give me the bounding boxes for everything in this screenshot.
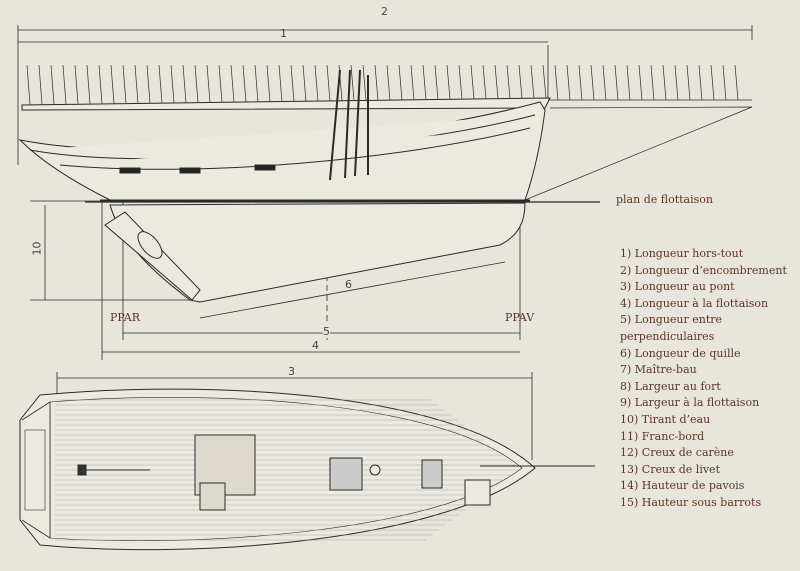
stanchion bbox=[170, 64, 175, 104]
legend-item: 7) Maître-bau bbox=[620, 363, 697, 377]
legend-item: 10) Tirant d’eau bbox=[620, 412, 711, 426]
stanchion bbox=[638, 64, 643, 101]
stanchion bbox=[302, 64, 307, 102]
stanchion bbox=[650, 64, 655, 101]
stanchion bbox=[26, 64, 31, 105]
stanchion bbox=[674, 64, 679, 101]
dimension-3-label: 3 bbox=[288, 365, 295, 378]
stanchion bbox=[422, 64, 427, 100]
stanchion bbox=[122, 64, 127, 104]
legend-item: 3) Longueur au pont bbox=[620, 280, 735, 294]
stanchion bbox=[458, 64, 463, 100]
stanchion bbox=[350, 64, 355, 101]
stanchion bbox=[398, 64, 403, 101]
legend-item: 2) Longueur d’encombrement bbox=[620, 263, 787, 277]
stanchion bbox=[206, 64, 211, 103]
stanchion bbox=[578, 64, 583, 101]
stanchion bbox=[110, 64, 115, 104]
deck-planks bbox=[55, 399, 518, 541]
ppar-label: PPAR bbox=[110, 311, 141, 324]
legend-item: 8) Largeur au fort bbox=[620, 379, 721, 393]
stanchion bbox=[386, 64, 391, 101]
legend-item: 9) Largeur à la flottaison bbox=[620, 396, 760, 410]
stanchion bbox=[506, 64, 511, 99]
stanchion bbox=[626, 64, 631, 101]
stanchion bbox=[134, 64, 139, 104]
stanchion bbox=[62, 64, 67, 105]
stanchion bbox=[686, 64, 691, 101]
dimension-10-label: 10 bbox=[30, 241, 44, 256]
top-view-hull bbox=[19, 388, 595, 551]
stanchion bbox=[722, 64, 727, 101]
stanchion bbox=[230, 64, 235, 103]
dimension-1-label: 1 bbox=[280, 27, 287, 40]
legend-item: 13) Creux de livet bbox=[620, 462, 720, 476]
stanchion bbox=[254, 64, 259, 102]
stanchion bbox=[86, 64, 91, 105]
legend-item: 15) Hauteur sous barrots bbox=[620, 495, 762, 509]
stanchion bbox=[278, 64, 283, 102]
legend-item: 5) Longueur entre bbox=[620, 313, 723, 327]
stanchion bbox=[50, 64, 55, 105]
legend-item: perpendiculaires bbox=[620, 329, 715, 343]
legend-item: 11) Franc-bord bbox=[620, 429, 705, 443]
stanchion bbox=[518, 64, 523, 99]
stanchion bbox=[314, 64, 319, 102]
stanchion bbox=[590, 64, 595, 101]
dimension-4-label: 4 bbox=[312, 339, 319, 352]
stanchion bbox=[554, 64, 559, 101]
stanchion bbox=[734, 64, 739, 101]
stanchion bbox=[74, 64, 79, 105]
stanchion bbox=[530, 64, 535, 99]
stanchion bbox=[182, 64, 187, 103]
stanchion bbox=[38, 64, 43, 105]
stanchion bbox=[602, 64, 607, 101]
stanchion bbox=[218, 64, 223, 103]
stanchion bbox=[410, 64, 415, 100]
legend-item: 14) Hauteur de pavois bbox=[620, 479, 745, 493]
legend-item: 1) Longueur hors-tout bbox=[620, 247, 744, 260]
waterline-label: plan de flottaison bbox=[616, 193, 713, 206]
stanchion bbox=[374, 64, 379, 101]
stanchion bbox=[482, 64, 487, 99]
stanchion bbox=[266, 64, 271, 102]
dimension-5-label: 5 bbox=[323, 325, 330, 338]
legend: 1) Longueur hors-tout 2) Longueur d’enco… bbox=[620, 246, 787, 512]
stanchion bbox=[710, 64, 715, 101]
stanchion bbox=[98, 64, 103, 104]
side-view-hull bbox=[18, 69, 753, 201]
dimension-2-label: 2 bbox=[381, 5, 388, 18]
stanchion bbox=[470, 64, 475, 100]
ppav-label: PPAV bbox=[505, 311, 535, 324]
stanchion bbox=[326, 64, 331, 102]
stanchion bbox=[290, 64, 295, 102]
stanchion bbox=[494, 64, 499, 99]
stanchion bbox=[566, 64, 571, 101]
stanchion bbox=[158, 64, 163, 104]
underwater-hull bbox=[104, 202, 526, 303]
legend-item: 6) Longueur de quille bbox=[620, 346, 741, 360]
stanchion bbox=[434, 64, 439, 100]
stanchion bbox=[662, 64, 667, 101]
waterline bbox=[85, 199, 600, 203]
legend-item: 4) Longueur à la flottaison bbox=[620, 296, 769, 310]
dimension-6-label: 6 bbox=[345, 278, 352, 291]
stanchion bbox=[446, 64, 451, 100]
awning-stanchions bbox=[26, 64, 739, 105]
stanchion bbox=[614, 64, 619, 101]
stanchion bbox=[242, 64, 247, 103]
stanchion bbox=[146, 64, 151, 104]
stanchion bbox=[194, 64, 199, 103]
stanchion bbox=[698, 64, 703, 101]
stanchion bbox=[542, 64, 547, 99]
stanchion bbox=[362, 64, 367, 101]
legend-item: 12) Creux de carène bbox=[620, 446, 734, 460]
